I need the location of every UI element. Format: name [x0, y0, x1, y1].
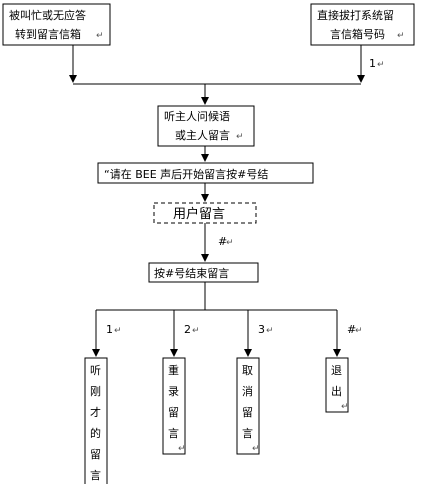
option-char: 留 — [242, 406, 253, 419]
option-char: 退 — [331, 364, 342, 377]
start-box-busy-no-answer: 被叫忙或无应答 转到留言信箱 ↵ — [2, 3, 111, 46]
option-key-label: 1 — [106, 323, 113, 336]
option-box — [84, 357, 108, 484]
option-box — [236, 357, 260, 455]
start-right-line2: 言信箱号码 — [330, 27, 385, 41]
option-char: 刚 — [90, 385, 101, 398]
start-left-line2: 转到留言信箱 — [15, 27, 81, 41]
return-mark: ↵ — [341, 402, 349, 412]
option-char: 言 — [168, 427, 179, 440]
option-char: 重 — [168, 363, 179, 377]
option-key-label: 2 — [184, 323, 191, 336]
start-box-direct-dial: 直接拔打系统留 言信箱号码 ↵ — [310, 3, 415, 46]
return-mark: ↵ — [252, 444, 260, 454]
prompt-box: “请在 BEE 声后开始留言按#号结 — [97, 162, 314, 184]
option-box — [162, 357, 186, 455]
option-char: 听 — [90, 364, 101, 377]
return-mark: ↵ — [397, 31, 405, 41]
hash-label: # — [218, 235, 227, 248]
option-char: 消 — [242, 384, 253, 398]
option-char: 出 — [331, 384, 342, 398]
branch-right-label: 1 — [369, 57, 376, 70]
return-mark: ↵ — [226, 238, 234, 248]
return-mark: ↵ — [266, 326, 274, 336]
return-mark: ↵ — [192, 326, 200, 336]
prompt-text: “请在 BEE 声后开始留言按#号结 — [104, 167, 268, 181]
greeting-box: 听主人问候语 或主人留言 ↵ — [157, 105, 255, 147]
option-char: 的 — [90, 426, 101, 440]
option-char: 才 — [90, 405, 101, 419]
option-key-label: 3 — [258, 323, 265, 336]
greeting-line2: 或主人留言 — [175, 129, 230, 142]
return-mark: ↵ — [236, 132, 244, 142]
return-mark: ↵ — [355, 326, 363, 336]
option-char: 言 — [90, 469, 101, 482]
return-mark: ↵ — [114, 326, 122, 336]
end-record-box: 按#号结束留言 — [148, 262, 259, 283]
greeting-line1: 听主人问候语 — [164, 109, 230, 123]
option-char: 录 — [168, 385, 179, 398]
option-char: 留 — [168, 406, 179, 419]
return-mark: ↵ — [377, 60, 385, 70]
return-mark: ↵ — [96, 31, 104, 41]
option-box — [325, 357, 349, 413]
end-record-text: 按#号结束留言 — [154, 266, 229, 280]
start-left-line1: 被叫忙或无应答 — [9, 8, 86, 22]
record-text: 用户留言 — [173, 206, 225, 222]
record-box: 用户留言 — [153, 202, 257, 224]
option-char: 取 — [242, 364, 253, 377]
return-mark: ↵ — [178, 444, 186, 454]
option-char: 言 — [242, 427, 253, 440]
start-right-line1: 直接拔打系统留 — [317, 8, 394, 22]
option-key-label: # — [347, 323, 356, 336]
option-char: 留 — [90, 448, 101, 461]
